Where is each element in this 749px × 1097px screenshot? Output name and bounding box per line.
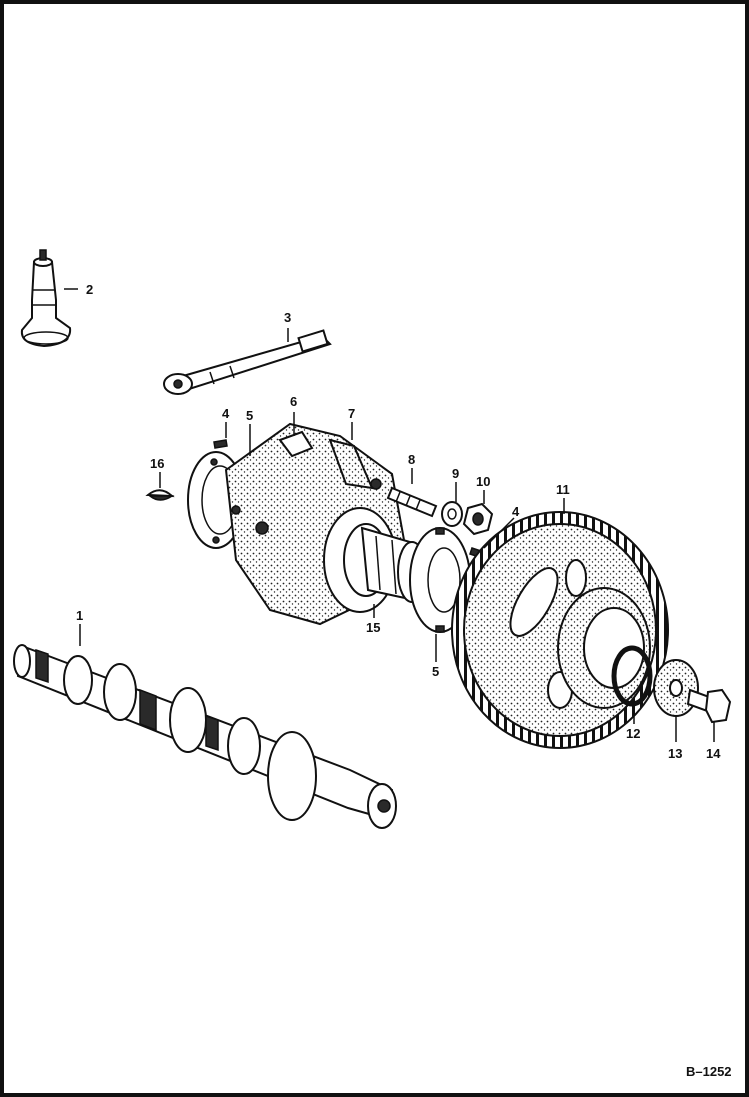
retaining-washer-part <box>653 659 699 717</box>
leader-lines <box>64 288 715 742</box>
callout-11: 11 <box>556 482 570 497</box>
callout-9: 9 <box>452 466 459 481</box>
callout-13: 13 <box>668 746 682 761</box>
bolt-part <box>686 688 732 724</box>
callout-15: 15 <box>366 620 380 635</box>
woodruff-key-part <box>145 489 175 501</box>
callout-7: 7 <box>348 406 355 421</box>
callout-10: 10 <box>476 474 490 489</box>
cam-follower-part <box>20 249 72 348</box>
camshaft-gear-part <box>451 511 669 749</box>
callout-8: 8 <box>408 452 415 467</box>
callout-4a: 4 <box>222 406 230 421</box>
callout-6: 6 <box>290 394 297 409</box>
callout-1: 1 <box>76 608 83 623</box>
spacer-ring-part <box>611 645 653 707</box>
nut-part <box>462 502 494 536</box>
callout-12: 12 <box>626 726 640 741</box>
callout-5a: 5 <box>246 408 253 423</box>
callout-14: 14 <box>706 746 721 761</box>
camshaft-part <box>13 644 397 829</box>
callout-2: 2 <box>86 282 93 297</box>
stud-part <box>386 486 438 518</box>
callout-5b: 5 <box>432 664 439 679</box>
callout-16: 16 <box>150 456 164 471</box>
gear-housing-part <box>224 422 406 626</box>
figure-id: B–1252 <box>686 1064 732 1079</box>
callout-3: 3 <box>284 310 291 325</box>
callout-4b: 4 <box>512 504 520 519</box>
push-rod-part <box>163 329 332 395</box>
screw-left-part <box>213 439 228 449</box>
washer-part <box>441 501 463 527</box>
